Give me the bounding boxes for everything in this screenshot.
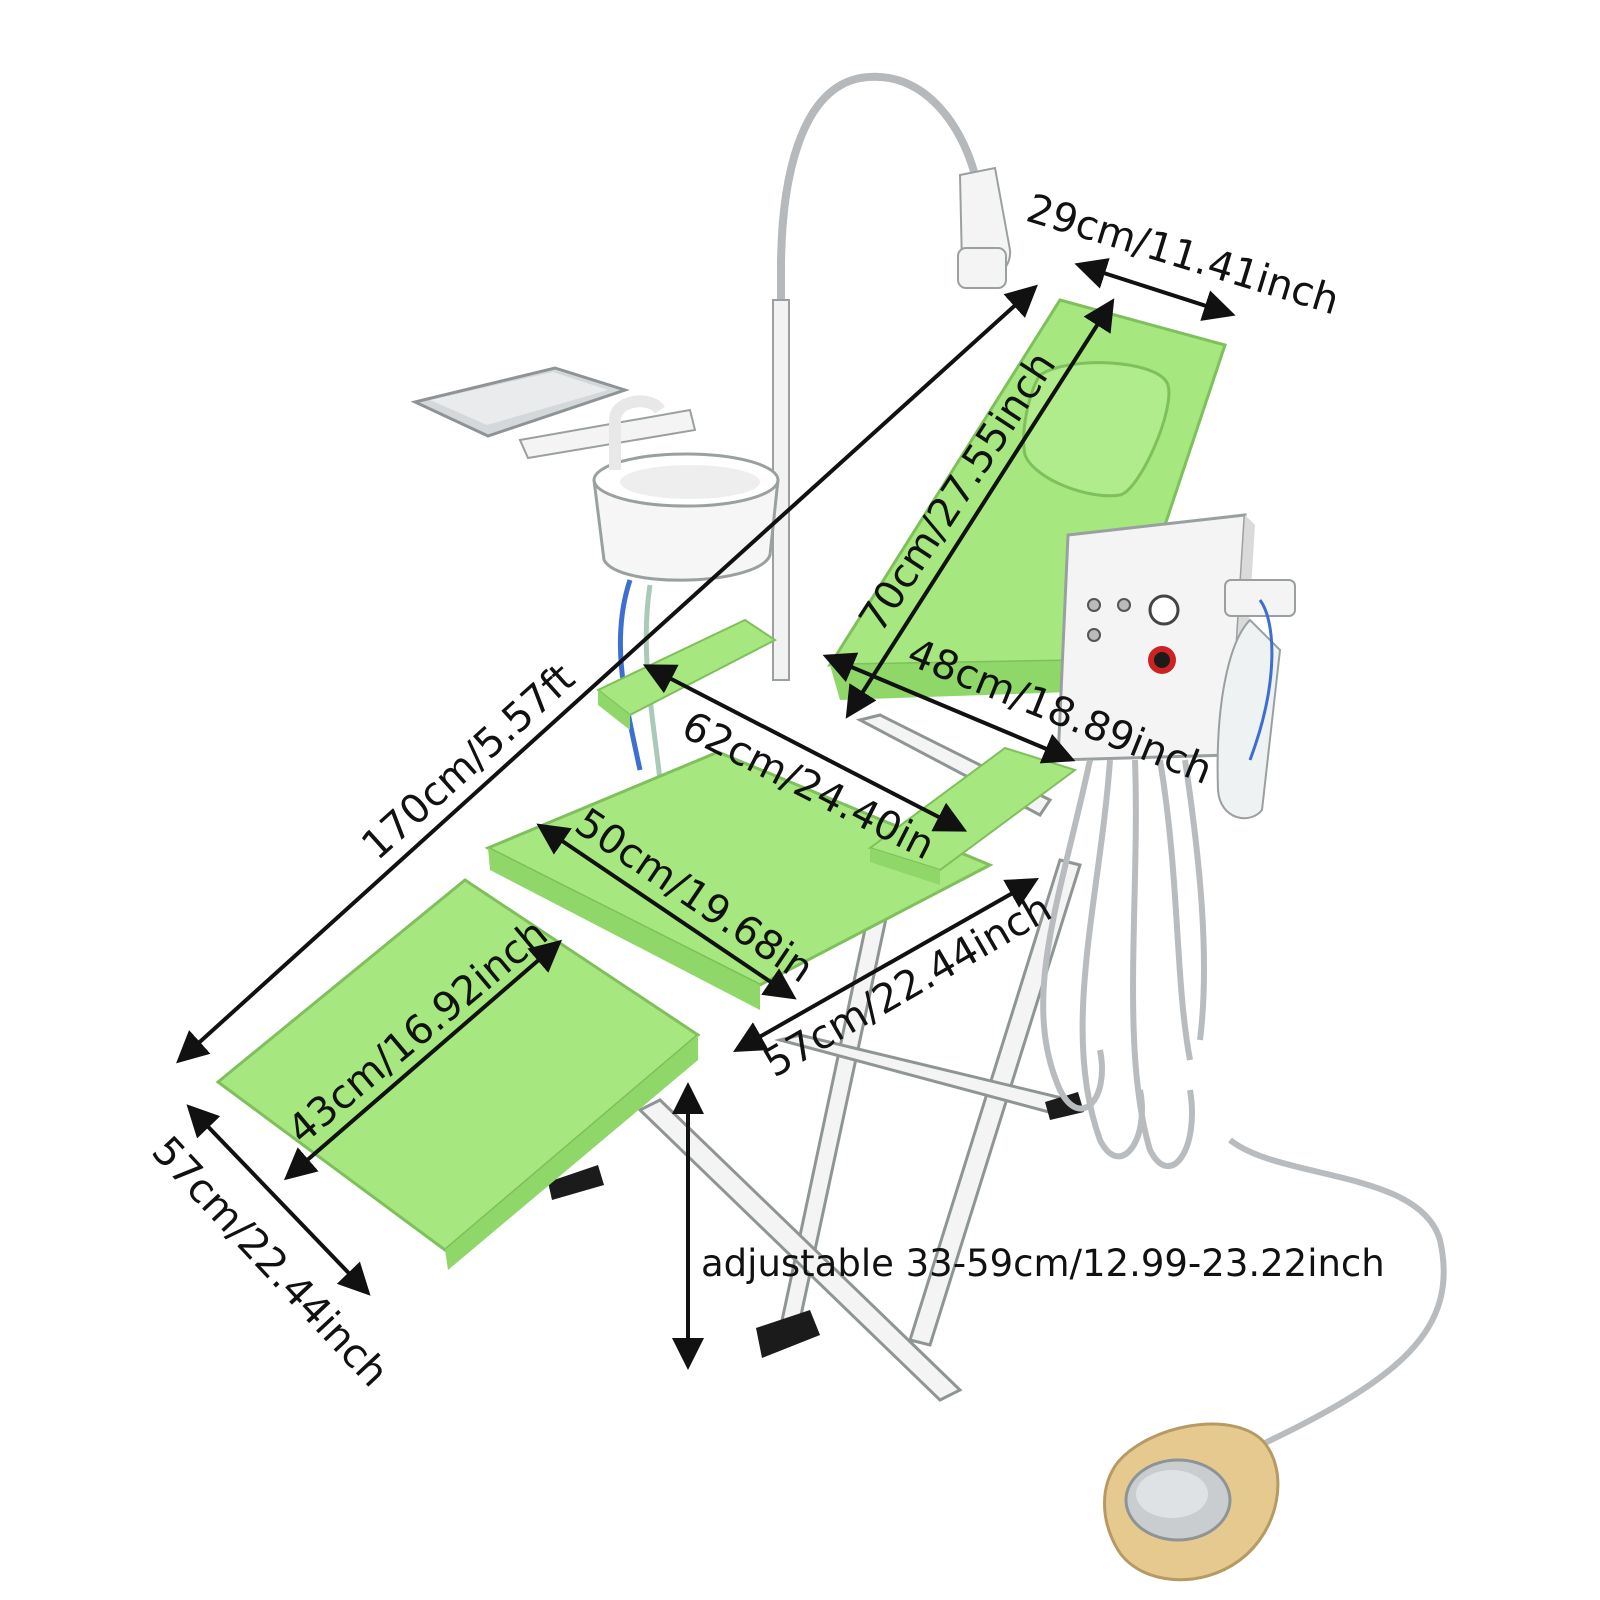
seat-height-label: adjustable 33-59cm/12.99-23.22inch bbox=[701, 1241, 1385, 1285]
pressure-gauge bbox=[1148, 594, 1180, 626]
dim-line-headrest-width bbox=[1074, 258, 1236, 321]
dimension-lines bbox=[176, 258, 1236, 1370]
dim-line-leg-rest-width bbox=[186, 1104, 371, 1296]
instrument-tray bbox=[410, 366, 697, 460]
foot-pedal-cable bbox=[1228, 1137, 1447, 1453]
foot-pedal bbox=[1103, 1422, 1280, 1582]
dim-line-backrest-length bbox=[845, 298, 1115, 719]
frame-feet bbox=[548, 1092, 1084, 1358]
dim-line-seat-width bbox=[733, 878, 1039, 1052]
water-bottle bbox=[1216, 618, 1282, 820]
handpiece-hoses bbox=[1040, 759, 1208, 1169]
dim-line-armrest-length bbox=[642, 664, 968, 832]
